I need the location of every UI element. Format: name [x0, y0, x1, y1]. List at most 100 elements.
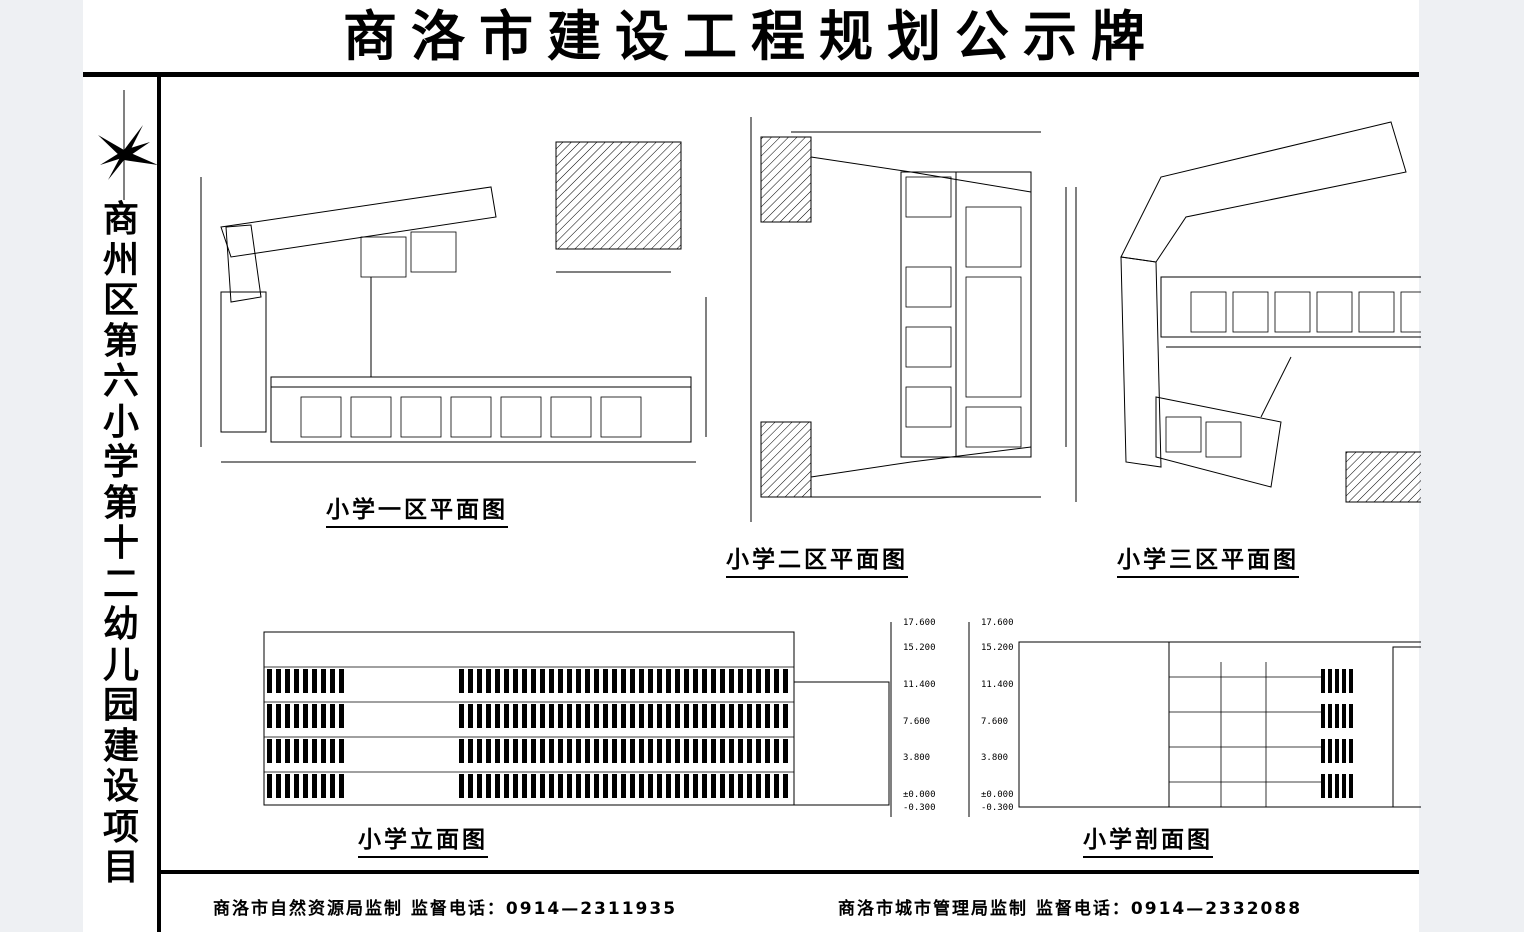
- elevation-window: [585, 774, 590, 798]
- elevation-window: [549, 739, 554, 763]
- elevation-window: [738, 774, 743, 798]
- project-name-char: 小: [102, 401, 139, 443]
- elevation-window: [738, 669, 743, 693]
- level-mark: 15.200: [981, 643, 1014, 653]
- elevation-window: [657, 704, 662, 728]
- elevation-window: [267, 774, 272, 798]
- section-window: [1342, 774, 1346, 798]
- elevation-window: [639, 739, 644, 763]
- elevation-window: [468, 774, 473, 798]
- elevation-window: [729, 669, 734, 693]
- project-name-char: 学: [102, 442, 139, 483]
- elevation-window: [567, 739, 572, 763]
- elevation-window: [522, 739, 527, 763]
- elevation-window: [540, 669, 545, 693]
- elevation-window: [630, 669, 635, 693]
- elevation-window: [711, 704, 716, 728]
- level-mark: 15.200: [903, 643, 936, 653]
- level-mark: 11.400: [981, 680, 1014, 690]
- footer-right-supervisor: 商洛市城市管理局监制 监督电话：0914—2332088: [838, 899, 1303, 919]
- project-name-char: 六: [102, 361, 139, 402]
- elevation-window: [612, 774, 617, 798]
- elevation-window: [486, 739, 491, 763]
- elevation-window: [330, 774, 335, 798]
- project-name-char: 设: [102, 766, 139, 807]
- elevation-window: [285, 704, 290, 728]
- level-mark: -0.300: [981, 803, 1014, 813]
- elevation-window: [693, 739, 698, 763]
- project-name-char: 园: [102, 685, 139, 726]
- section-window: [1342, 669, 1346, 693]
- elevation-window: [576, 669, 581, 693]
- section-window: [1321, 669, 1325, 693]
- project-name-char: 第: [102, 482, 139, 524]
- elevation-window: [783, 774, 788, 798]
- section-window: [1328, 774, 1332, 798]
- elevation-window: [330, 739, 335, 763]
- elevation-window: [303, 774, 308, 798]
- project-name-char: 十: [102, 523, 139, 564]
- elevation-window: [630, 704, 635, 728]
- elevation-window: [549, 774, 554, 798]
- elevation-window: [513, 704, 518, 728]
- elevation-window: [702, 704, 707, 728]
- elevation-window: [294, 774, 299, 798]
- elevation-window: [711, 774, 716, 798]
- elevation-window: [558, 669, 563, 693]
- elevation-window: [312, 704, 317, 728]
- plan-1-drawing: [200, 141, 707, 463]
- title-rule: [83, 72, 1419, 77]
- north-arrow-icon: [98, 90, 158, 200]
- elevation-window: [639, 669, 644, 693]
- elevation-window: [774, 774, 779, 798]
- elevation-window: [294, 669, 299, 693]
- elevation-window: [477, 739, 482, 763]
- project-name-char: 第: [102, 320, 139, 362]
- elevation-window: [294, 739, 299, 763]
- elevation-window: [783, 739, 788, 763]
- elevation-window: [594, 704, 599, 728]
- section-window: [1335, 669, 1339, 693]
- elevation-window: [486, 669, 491, 693]
- elevation-window: [486, 774, 491, 798]
- elevation-window: [684, 774, 689, 798]
- section-window: [1321, 739, 1325, 763]
- elevation-window: [720, 669, 725, 693]
- elevation-window: [504, 774, 509, 798]
- elevation-window: [756, 669, 761, 693]
- elevation-window: [603, 739, 608, 763]
- elevation-window: [276, 704, 281, 728]
- elevation-window: [303, 669, 308, 693]
- elevation-window: [747, 704, 752, 728]
- elevation-window: [504, 704, 509, 728]
- elevation-window: [585, 669, 590, 693]
- section-window: [1335, 774, 1339, 798]
- level-mark: ±0.000: [981, 790, 1014, 800]
- notice-board: 商洛市建设工程规划公示牌 商州区第六小学第十二幼儿园建设项目: [83, 0, 1421, 932]
- elevation-window: [720, 739, 725, 763]
- elevation-window: [648, 704, 653, 728]
- level-mark: 17.600: [903, 618, 936, 628]
- plan-2-drawing: [750, 117, 1067, 522]
- elevation-window: [612, 669, 617, 693]
- elevation-window: [330, 704, 335, 728]
- footer-left-supervisor: 商洛市自然资源局监制 监督电话：0914—2311935: [213, 899, 678, 919]
- elevation-window: [621, 704, 626, 728]
- section-window: [1349, 704, 1353, 728]
- elevation-window: [585, 704, 590, 728]
- section-drawing: [1018, 641, 1421, 808]
- plan-2-label: 小学二区平面图: [726, 540, 908, 578]
- footer-rule: [161, 870, 1419, 874]
- project-name-char: 幼: [102, 604, 139, 645]
- elevation-window: [495, 669, 500, 693]
- project-name-char: 项: [102, 806, 139, 848]
- elevation-window: [666, 669, 671, 693]
- elevation-window: [693, 669, 698, 693]
- elevation-window: [747, 739, 752, 763]
- elevation-window: [276, 669, 281, 693]
- elevation-window: [711, 739, 716, 763]
- elevation-window: [468, 704, 473, 728]
- elevation-window: [321, 669, 326, 693]
- right-margin: [1419, 0, 1524, 932]
- elevation-window: [783, 704, 788, 728]
